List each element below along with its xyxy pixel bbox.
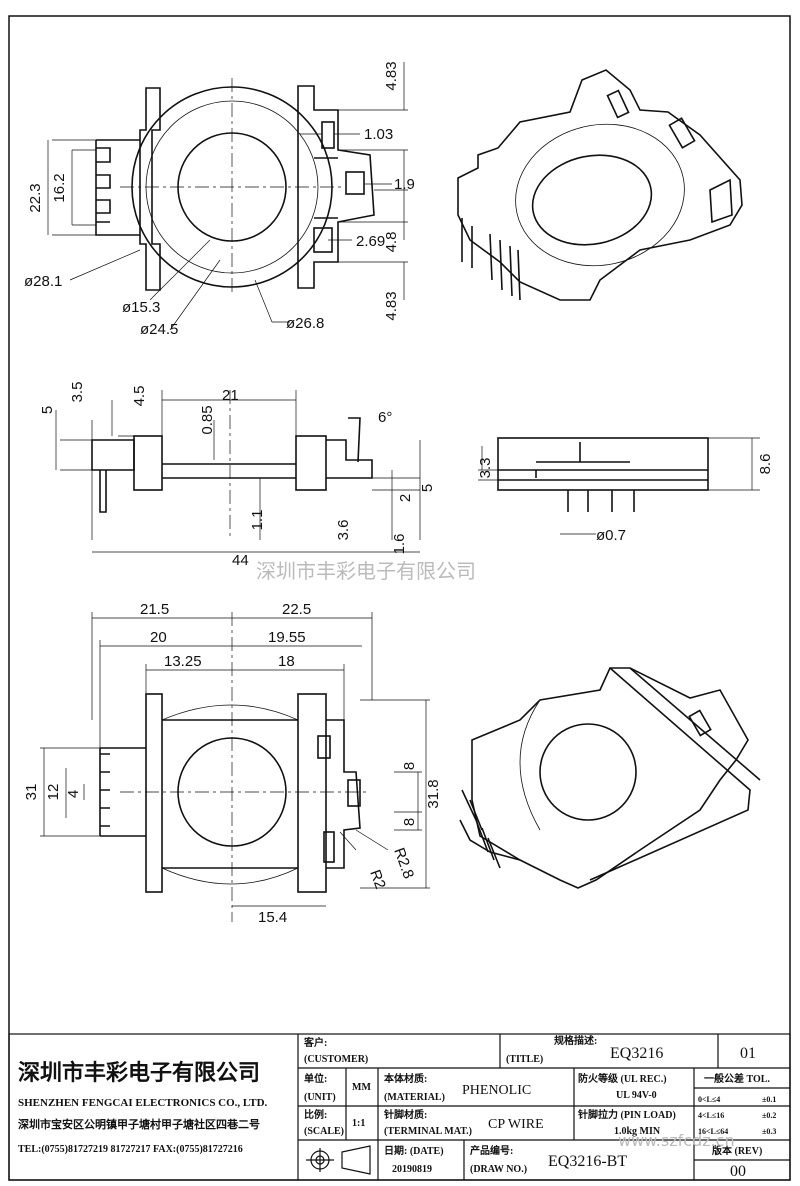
- tol-value-2: ±0.3: [762, 1127, 776, 1136]
- dim-dia-24-5: ø24.5: [140, 321, 178, 338]
- customer-label-en: (CUSTOMER): [304, 1054, 368, 1065]
- dim-8-upper: 8: [401, 762, 418, 770]
- tol-value-0: ±0.1: [762, 1095, 776, 1104]
- dim-16-2: 16.2: [51, 173, 68, 202]
- pin-load-value: 1.0kg MIN: [614, 1126, 661, 1137]
- dim-13-25: 13.25: [164, 653, 202, 670]
- dim-44: 44: [232, 552, 249, 569]
- tol-range-0: 0<L≤4: [698, 1095, 720, 1104]
- tol-range-1: 4<L≤16: [698, 1111, 724, 1120]
- dim-3-5: 3.5: [69, 382, 86, 403]
- spec-label-en: (TITLE): [506, 1054, 543, 1065]
- isometric-view-bottom: [459, 667, 761, 889]
- tol-range-2: 16<L≤64: [698, 1127, 728, 1136]
- dim-0-85: 0.85: [199, 405, 216, 434]
- unit-label: 单位:: [304, 1072, 327, 1085]
- spec-value: EQ3216: [610, 1045, 663, 1062]
- title-block: [8, 1033, 791, 1181]
- material-label: 本体材质:: [384, 1072, 427, 1085]
- dim-20: 20: [150, 629, 167, 646]
- dim-5-left: 5: [39, 406, 56, 414]
- dim-4: 4: [65, 790, 82, 798]
- dim-4-83-top: 4.83: [383, 61, 400, 90]
- flame-label: 防火等级 (UL REC.): [578, 1072, 667, 1085]
- dim-dia-15-3: ø15.3: [122, 299, 160, 316]
- dim-1-9: 1.9: [394, 176, 415, 193]
- dim-3-3: 3.3: [477, 458, 494, 479]
- tolerance-label: 一般公差 TOL.: [704, 1072, 770, 1085]
- scale-value: 1:1: [352, 1118, 365, 1129]
- pin-material-label: 针脚材质:: [384, 1108, 427, 1121]
- pin-load-label: 针脚拉力 (PIN LOAD): [578, 1108, 676, 1121]
- top-view: [47, 62, 408, 331]
- dim-15-4: 15.4: [258, 909, 287, 926]
- dim-3-6: 3.6: [335, 520, 352, 541]
- date-value: 20190819: [392, 1164, 432, 1175]
- flame-value: UL 94V-0: [616, 1090, 657, 1101]
- dim-31-8: 31.8: [425, 779, 442, 808]
- scale-label: 比例:: [304, 1108, 327, 1121]
- watermark-corner: www.szfcdz.cn: [618, 1131, 735, 1150]
- dim-18: 18: [278, 653, 295, 670]
- dim-r2: R2: [366, 868, 389, 892]
- projection-symbol-icon: [306, 1145, 371, 1175]
- pin-material-label-en: (TERMINAL MAT.): [384, 1126, 472, 1137]
- end-view: [478, 437, 760, 535]
- dim-1-03: 1.03: [364, 126, 393, 143]
- dim-1-6: 1.6: [391, 534, 408, 555]
- dim-dia-26-8: ø26.8: [286, 315, 324, 332]
- customer-label: 客户:: [303, 1036, 327, 1049]
- spec-label: 规格描述:: [554, 1034, 597, 1047]
- dim-1-1: 1.1: [249, 510, 266, 531]
- dim-4-8: 4.8: [383, 232, 400, 253]
- dim-8-6: 8.6: [757, 454, 774, 475]
- draw-no-value: EQ3216-BT: [548, 1153, 627, 1170]
- isometric-view-top: [457, 69, 743, 301]
- dim-8-lower: 8: [401, 818, 418, 826]
- date-label: 日期: (DATE): [384, 1144, 444, 1157]
- dim-31: 31: [23, 784, 40, 801]
- dim-19-55: 19.55: [268, 629, 306, 646]
- sheet-number: 01: [740, 1045, 756, 1062]
- company-address: 深圳市宝安区公明镇甲子塘村甲子塘社区四巷二号: [18, 1117, 260, 1131]
- material-value: PHENOLIC: [462, 1083, 531, 1098]
- dim-dia-28-1: ø28.1: [24, 273, 62, 290]
- unit-label-en: (UNIT): [304, 1092, 336, 1103]
- watermark: 深圳市丰彩电子有限公司: [256, 559, 476, 583]
- dim-5-right: 5: [419, 484, 436, 492]
- dim-r2-8: R2.8: [390, 846, 417, 882]
- draw-no-label: 产品编号:: [470, 1144, 513, 1157]
- company-name-cn: 深圳市丰彩电子有限公司: [18, 1060, 260, 1085]
- dim-12: 12: [45, 784, 62, 801]
- dim-21: 21: [222, 387, 239, 404]
- side-view: [55, 390, 421, 553]
- revision-label: 版本 (REV): [712, 1144, 762, 1157]
- pin-material-value: CP WIRE: [488, 1117, 544, 1132]
- dim-4-5: 4.5: [131, 386, 148, 407]
- scale-label-en: (SCALE): [304, 1126, 344, 1137]
- draw-no-label-en: (DRAW NO.): [470, 1164, 527, 1175]
- dim-dia-0-7: ø0.7: [596, 527, 626, 544]
- dim-21-5: 21.5: [140, 601, 169, 618]
- company-phones: TEL:(0755)81727219 81727217 FAX:(0755)81…: [18, 1144, 243, 1155]
- dim-2-69: 2.69: [356, 233, 385, 250]
- material-label-en: (MATERIAL): [384, 1092, 445, 1103]
- dim-22-3: 22.3: [27, 183, 44, 212]
- dim-22-5: 22.5: [282, 601, 311, 618]
- bottom-view: [40, 612, 430, 922]
- dim-4-83-bot: 4.83: [383, 291, 400, 320]
- company-name-en: SHENZHEN FENGCAI ELECTRONICS CO., LTD.: [18, 1097, 268, 1109]
- unit-value: MM: [352, 1082, 371, 1093]
- revision-value: 00: [730, 1163, 746, 1180]
- tol-value-1: ±0.2: [762, 1111, 776, 1120]
- dim-6-deg: 6°: [378, 409, 392, 426]
- dim-2: 2: [397, 494, 414, 502]
